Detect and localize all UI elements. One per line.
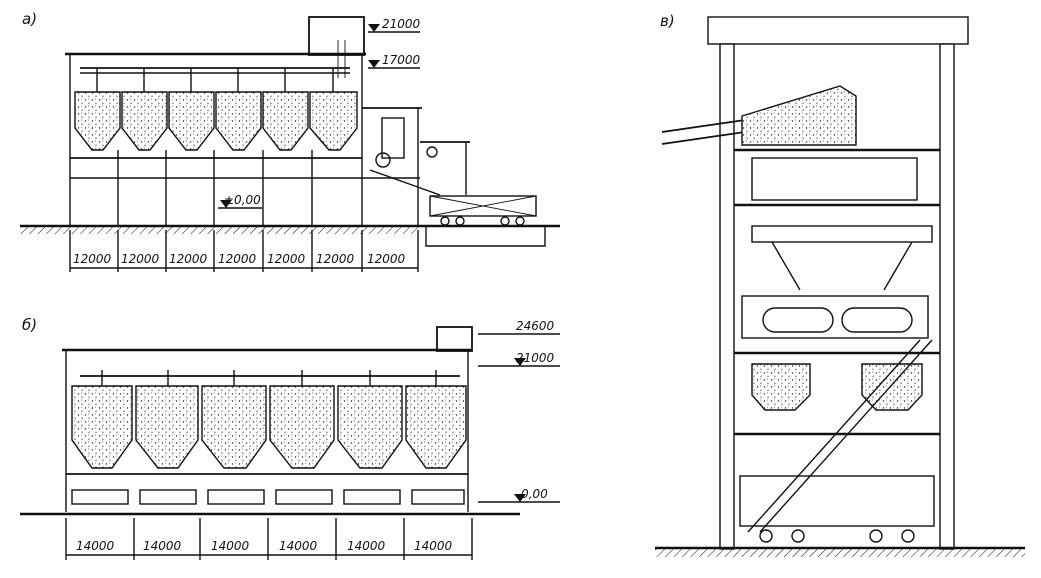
panel-c-roof-slab bbox=[707, 16, 969, 45]
panel-b-hoppers bbox=[71, 385, 467, 469]
panel-b-railcars bbox=[71, 489, 465, 505]
svg-text:0,00: 0,00 bbox=[521, 487, 548, 501]
span-label: 12000 bbox=[218, 252, 257, 266]
span-label: 12000 bbox=[169, 252, 208, 266]
panel-b: б) bbox=[20, 316, 560, 560]
panel-c-left-column bbox=[719, 43, 735, 550]
panel-a-elevation-top: 21000 bbox=[368, 17, 421, 33]
panel-c-railcar bbox=[739, 475, 935, 527]
panel-b-dimension-line: 14000 14000 14000 14000 14000 14000 bbox=[65, 518, 473, 560]
svg-text:21000: 21000 bbox=[382, 17, 421, 31]
panel-c-belt-right bbox=[841, 307, 913, 333]
svg-text:21000: 21000 bbox=[516, 351, 555, 365]
span-label: 14000 bbox=[211, 539, 250, 553]
panel-a-head-tower bbox=[308, 16, 365, 56]
span-label: 14000 bbox=[347, 539, 386, 553]
panel-c: в) bbox=[655, 12, 1025, 557]
span-label: 14000 bbox=[279, 539, 318, 553]
span-label: 14000 bbox=[414, 539, 453, 553]
panel-c-label: в) bbox=[660, 12, 675, 30]
panel-c-bin-left bbox=[751, 363, 811, 411]
panel-a-elevation-zero: ±0,00 bbox=[218, 193, 262, 209]
svg-text:17000: 17000 bbox=[382, 53, 421, 67]
panel-c-belt-left bbox=[762, 307, 834, 333]
panel-c-right-column bbox=[939, 43, 955, 550]
panel-a-hoppers bbox=[74, 91, 358, 151]
span-label: 12000 bbox=[267, 252, 306, 266]
panel-c-hopper-top bbox=[751, 225, 933, 243]
panel-b-label: б) bbox=[22, 316, 37, 334]
svg-text:24600: 24600 bbox=[516, 319, 555, 333]
span-label: 12000 bbox=[367, 252, 406, 266]
svg-text:±0,00: ±0,00 bbox=[224, 193, 261, 207]
span-label: 12000 bbox=[316, 252, 355, 266]
span-label: 14000 bbox=[143, 539, 182, 553]
span-label: 12000 bbox=[73, 252, 112, 266]
panel-a-label: а) bbox=[22, 10, 37, 28]
panel-c-conveyor-head bbox=[741, 85, 857, 146]
panel-b-head-tower bbox=[436, 326, 473, 352]
panel-c-bin-right bbox=[861, 363, 923, 411]
panel-a-dimension-line: 12000 12000 12000 12000 12000 12000 1200… bbox=[69, 230, 419, 272]
span-label: 14000 bbox=[76, 539, 115, 553]
panel-a-railcar bbox=[429, 195, 537, 226]
panel-a: а) bbox=[20, 10, 560, 272]
panel-b-elevation-top: 24600 bbox=[478, 319, 560, 335]
panel-b-elevation-mid: 21000 bbox=[478, 351, 560, 367]
span-label: 12000 bbox=[121, 252, 160, 266]
panel-b-elevation-zero: 0,00 bbox=[478, 487, 560, 503]
panel-a-elevation-mid: 17000 bbox=[368, 53, 421, 69]
